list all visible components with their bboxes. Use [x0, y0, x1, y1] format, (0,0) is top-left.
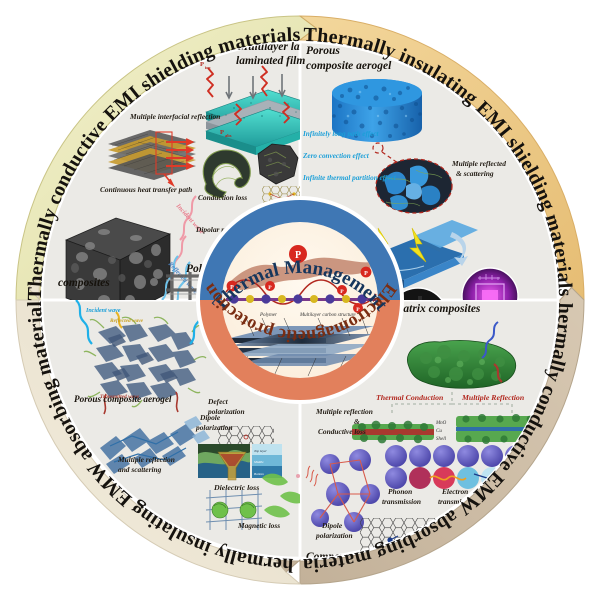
- tl-cap-multiple-interfacial: Multiple interfacial reflection: [129, 112, 220, 121]
- br-cap-electron-l2: transmission: [438, 497, 477, 506]
- tl-title-multilayer-line1: Multilayer laminated film: [237, 41, 360, 53]
- svg-text:Cu: Cu: [436, 429, 442, 434]
- bl-cap-defect-l1: Defect: [207, 397, 229, 406]
- svg-text:abs: abs: [225, 133, 232, 138]
- core-illustration: P P P P P P: [225, 245, 377, 377]
- br-linkers: [391, 392, 513, 414]
- tr-cap-multiple-reflected-l1: Multiple reflected: [451, 159, 506, 168]
- conduction-loss-illustration: [202, 149, 251, 199]
- thermally-insulating-photo: [387, 287, 449, 300]
- tl-title-multilayer-line2: laminated film: [236, 55, 305, 67]
- tl-cap-continuous-heat: Continuous heat transfer path: [100, 185, 192, 194]
- bl-incident-waves: Incident wave Reflected wave Transmitted…: [75, 300, 207, 400]
- tl-title-polymer-line2: composites: [58, 277, 110, 289]
- emi-shielding-photo: [461, 267, 519, 300]
- bl-green-chains: [262, 473, 300, 518]
- bl-label-incident-wave: Incident wave: [85, 308, 121, 314]
- bl-cap-dipole-l2: polarization: [195, 423, 233, 432]
- bl-magnetic-loss: [205, 451, 263, 530]
- bl-label-transmitted-wave: Transmitted wave: [100, 394, 140, 400]
- symbol-p-abs: P: [220, 129, 224, 136]
- bl-cap-multiple-reflection-l2: and scattering: [118, 465, 162, 474]
- svg-text:Multilayer carbon structure: Multilayer carbon structure: [299, 313, 356, 318]
- tr-effect-long-path: Infinitely long path effect: [302, 130, 380, 138]
- svg-text:inc: inc: [205, 65, 211, 70]
- br-conductive-network: [305, 449, 380, 532]
- bl-cap-multiple-reflection-l1: Multiple reflection: [117, 455, 175, 464]
- bl-defect-polarization: [218, 426, 274, 448]
- svg-text:Shell: Shell: [436, 437, 447, 442]
- outer-ring: [15, 15, 585, 585]
- porous-aerogel-cylinder: [332, 79, 422, 142]
- svg-text:P: P: [340, 289, 344, 295]
- quadrant-top-left: P inc P ref P abs P trans: [65, 41, 360, 300]
- tr-effect-thermal-partition: Infinite thermal partition effect: [302, 174, 397, 182]
- core-hub: P P P P P P: [196, 196, 404, 404]
- quadrant-bottom-left: Incident wave Reflected wave Transmitted…: [74, 300, 300, 530]
- tl-cap-conduction-loss: Conduction loss: [198, 193, 247, 202]
- bl-cap-dielectric-loss: Dielectric loss: [213, 483, 259, 492]
- br-cap-multiple-reflection: Multiple Reflection: [461, 393, 524, 402]
- graphite-chunk-illustration: [257, 143, 299, 185]
- ring-junction-chevrons: [27, 15, 573, 573]
- br-multiple-reflection: [456, 414, 536, 444]
- core-p-marker-main: P: [295, 250, 301, 261]
- tr-title-porous-line1: Porous: [306, 45, 340, 57]
- br-purple-sphere-lattice: [385, 445, 527, 489]
- bl-aerogel-block: [83, 316, 207, 415]
- tr-effect-zero-convection: Zero convection effect: [302, 152, 370, 160]
- br-cap-dipole-l2: polarization: [315, 531, 353, 540]
- br-cap-mrcl-l2: &: [354, 417, 360, 426]
- br-cap-electron-l1: Electron: [441, 487, 468, 496]
- svg-text:Middle: Middle: [253, 460, 264, 464]
- svg-text:P: P: [356, 307, 360, 313]
- bl-cap-magnetic-loss: Magnetic loss: [237, 521, 280, 530]
- br-cap-thermal-conduction: Thermal Conduction: [376, 393, 443, 402]
- svg-text:Top layer: Top layer: [254, 449, 267, 453]
- svg-text:P: P: [230, 285, 234, 291]
- svg-text:Bottom: Bottom: [254, 472, 264, 476]
- tr-cap-multiple-reflected-l2: & scattering: [456, 169, 494, 178]
- ring-segment-thermally-insulating-emw[interactable]: [15, 274, 302, 585]
- br-cap-mrcl-l3: Conductive loss: [318, 427, 366, 436]
- svg-text:MnO: MnO: [435, 421, 447, 426]
- aerogel-cross-section: [375, 158, 453, 214]
- svg-text:P: P: [268, 285, 272, 291]
- bl-cap-dipole-l1: Dipole: [199, 413, 221, 422]
- br-cap-dipole-l1: Dipole: [321, 521, 343, 530]
- zoom-linker: [372, 142, 409, 171]
- svg-text:Polymer: Polymer: [259, 313, 277, 318]
- bl-title-porous-aerogel: Porous composite aerogel: [74, 394, 172, 404]
- br-cap-phonon-l2: transmission: [382, 497, 421, 506]
- svg-text:P: P: [364, 271, 368, 277]
- symbol-p-inc: P: [200, 61, 204, 68]
- br-thermal-conduction: MnO Cu Shell: [352, 420, 447, 444]
- quadrant-top-right: Porous composite aerogel Infinitely long…: [302, 45, 519, 300]
- heat-transfer-path-illustration: [108, 130, 196, 188]
- tr-title-porous-line2: composite aerogel: [306, 60, 392, 72]
- bl-cap-defect-l2: polarization: [207, 407, 245, 416]
- polymer-matrix-cube-illustration: [65, 217, 171, 300]
- br-cap-phonon-l1: Phonon: [388, 487, 412, 496]
- bl-label-reflected-wave: Reflected wave: [109, 318, 144, 324]
- br-cap-mrcl-l1: Multiple reflection: [315, 407, 373, 416]
- bl-scattering-illustration: [100, 416, 210, 474]
- br-polymer-blob: [407, 340, 517, 389]
